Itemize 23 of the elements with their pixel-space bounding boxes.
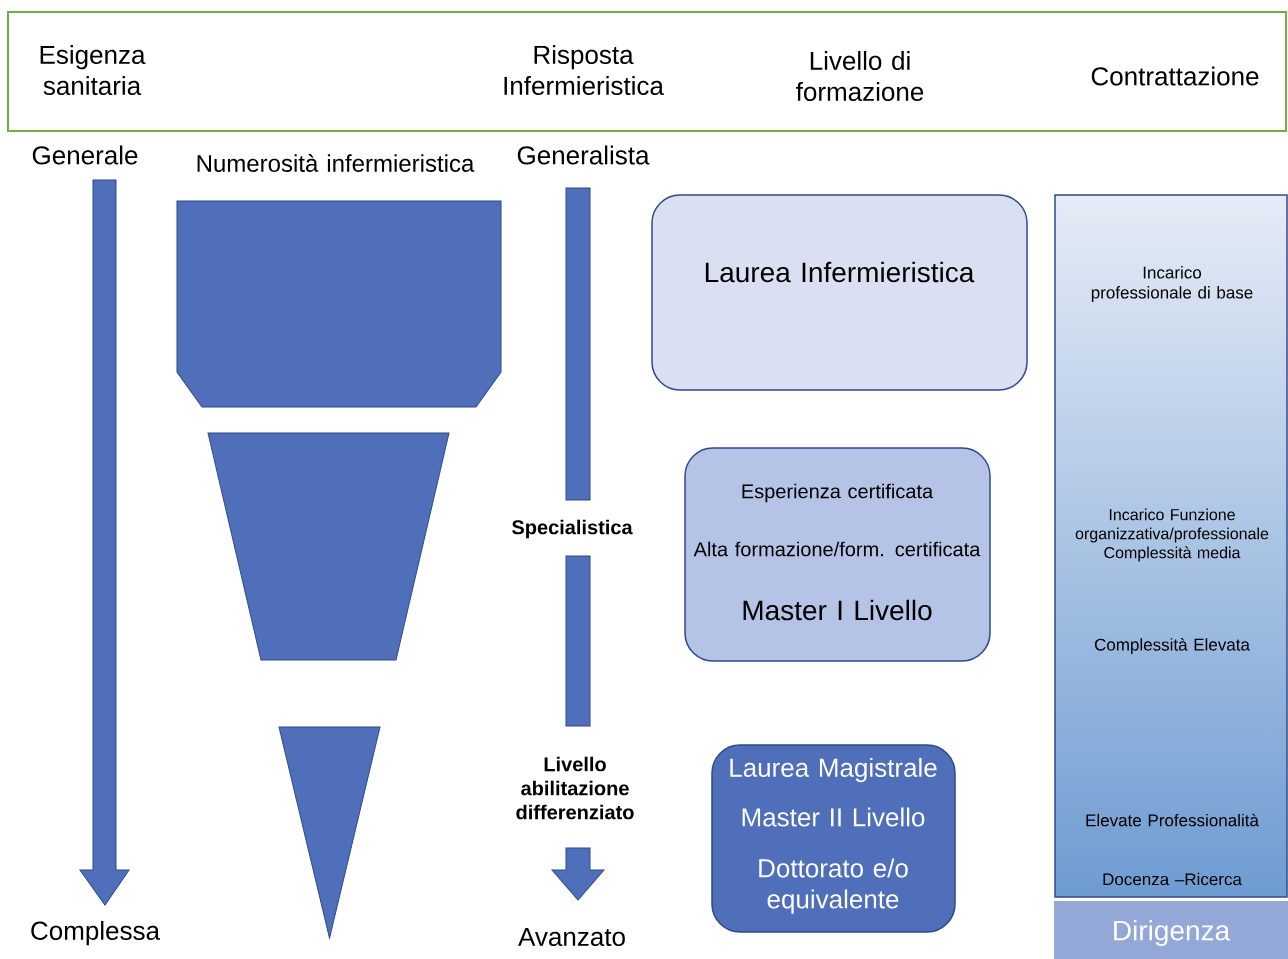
column-header: Contrattazione [1091, 66, 1259, 86]
funnel-segment [176, 200, 502, 408]
axis-label: Complessa [31, 920, 160, 946]
title-band: Dirigenza [1054, 901, 1288, 959]
axis-label: Livello abilitazione differenziato [516, 756, 634, 820]
column-header: Livello di formazione [796, 50, 924, 102]
rounded-box: Laurea Magistrale Master II Livello Dottorato e/o equivalente [711, 744, 956, 933]
column-header: Risposta Infermieristica [504, 44, 664, 96]
rounded-box: Esperienza certificata Alta formazione/form. certificata Master I Livello [684, 447, 991, 662]
panel-text: Incarico professionale di base [1091, 266, 1253, 302]
funnel-segment [207, 432, 450, 661]
axis-label: Numerosità infermieristica [197, 154, 475, 172]
axis-label: Specialistica [512, 519, 633, 539]
funnel-segment [278, 726, 381, 939]
panel-text: Incarico Funzione organizzativa/professionale Complessità media [1075, 508, 1269, 562]
panel-text: Complessità Elevata [1094, 638, 1250, 655]
panel-text: Docenza –Ricerca [1103, 872, 1242, 886]
axis-label: Avanzato [518, 927, 625, 947]
panel-text: Elevate Professionalità [1086, 813, 1259, 827]
axis-label: Generale [32, 145, 138, 165]
axis-label: Generalista [517, 145, 650, 165]
column-header: Esigenza sanitaria [40, 44, 146, 96]
rounded-box: Laurea Infermieristica [651, 194, 1028, 391]
